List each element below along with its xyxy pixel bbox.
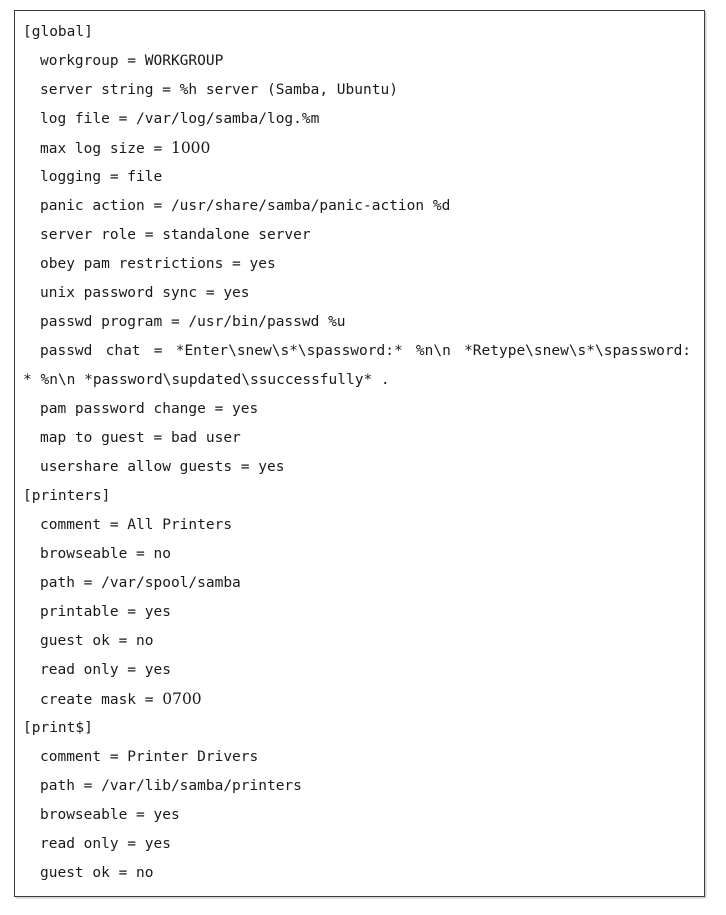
config-line: comment = Printer Drivers	[23, 743, 696, 772]
numeric-value: 1000	[170, 139, 211, 157]
config-text: [global]	[23, 24, 93, 40]
config-line: create mask = 0700	[23, 685, 696, 714]
config-text: passwd chat = *Enter\snew\s*\spassword:*…	[40, 343, 692, 359]
config-line: comment = All Printers	[23, 511, 696, 540]
config-line: [printers]	[23, 482, 696, 511]
config-line: path = /var/lib/samba/printers	[23, 772, 696, 801]
config-text: [printers]	[23, 488, 111, 504]
config-line: read only = yes	[23, 830, 696, 859]
config-text: browseable = no	[40, 546, 171, 562]
config-text: map to guest = bad user	[40, 430, 241, 446]
config-text: guest ok = no	[40, 865, 154, 881]
config-line: passwd chat = *Enter\snew\s*\spassword:*…	[23, 337, 696, 366]
config-text: path = /var/lib/samba/printers	[40, 778, 302, 794]
config-text: read only = yes	[40, 836, 171, 852]
config-text: passwd program = /usr/bin/passwd %u	[40, 314, 346, 330]
config-text: panic action = /usr/share/samba/panic-ac…	[40, 198, 451, 214]
config-line: path = /var/spool/samba	[23, 569, 696, 598]
config-text: [print$]	[23, 720, 93, 736]
config-text: logging = file	[40, 169, 163, 185]
config-text: printable = yes	[40, 604, 171, 620]
config-text: obey pam restrictions = yes	[40, 256, 276, 272]
config-line: usershare allow guests = yes	[23, 453, 696, 482]
config-line: logging = file	[23, 163, 696, 192]
config-line: max log size = 1000	[23, 134, 696, 163]
config-line: unix password sync = yes	[23, 279, 696, 308]
smb-conf-listing-frame: [global] workgroup = WORKGROUP server stri…	[14, 10, 705, 897]
config-line: [print$]	[23, 714, 696, 743]
config-text: unix password sync = yes	[40, 285, 250, 301]
config-lines: [global] workgroup = WORKGROUP server stri…	[23, 18, 696, 888]
config-line: guest ok = no	[23, 627, 696, 656]
config-line: * %n\n *password\supdated\ssuccessfully*…	[23, 366, 696, 395]
config-text: comment = All Printers	[40, 517, 233, 533]
config-text: usershare allow guests = yes	[40, 459, 285, 475]
config-line: passwd program = /usr/bin/passwd %u	[23, 308, 696, 337]
config-line: printable = yes	[23, 598, 696, 627]
config-text: * %n\n *password\supdated\ssuccessfully*…	[23, 372, 390, 388]
config-text: log file = /var/log/samba/log.%m	[40, 111, 320, 127]
config-line: panic action = /usr/share/samba/panic-ac…	[23, 192, 696, 221]
config-line: [global]	[23, 18, 696, 47]
numeric-value: 0700	[162, 690, 202, 708]
config-text: guest ok = no	[40, 633, 154, 649]
config-text: comment = Printer Drivers	[40, 749, 259, 765]
config-text: max log size =	[40, 141, 171, 157]
config-line: server string = %h server (Samba, Ubuntu…	[23, 76, 696, 105]
config-text: server string = %h server (Samba, Ubuntu…	[40, 82, 398, 98]
config-line: obey pam restrictions = yes	[23, 250, 696, 279]
config-line: server role = standalone server	[23, 221, 696, 250]
config-line: log file = /var/log/samba/log.%m	[23, 105, 696, 134]
config-line: browseable = yes	[23, 801, 696, 830]
config-text: server role = standalone server	[40, 227, 311, 243]
config-text: workgroup = WORKGROUP	[40, 53, 224, 69]
config-line: guest ok = no	[23, 859, 696, 888]
config-text: pam password change = yes	[40, 401, 259, 417]
config-line: pam password change = yes	[23, 395, 696, 424]
config-text: read only = yes	[40, 662, 171, 678]
config-line: map to guest = bad user	[23, 424, 696, 453]
config-text: browseable = yes	[40, 807, 180, 823]
config-line: workgroup = WORKGROUP	[23, 47, 696, 76]
config-text: path = /var/spool/samba	[40, 575, 241, 591]
config-line: browseable = no	[23, 540, 696, 569]
config-line: read only = yes	[23, 656, 696, 685]
config-text: create mask =	[40, 692, 163, 708]
